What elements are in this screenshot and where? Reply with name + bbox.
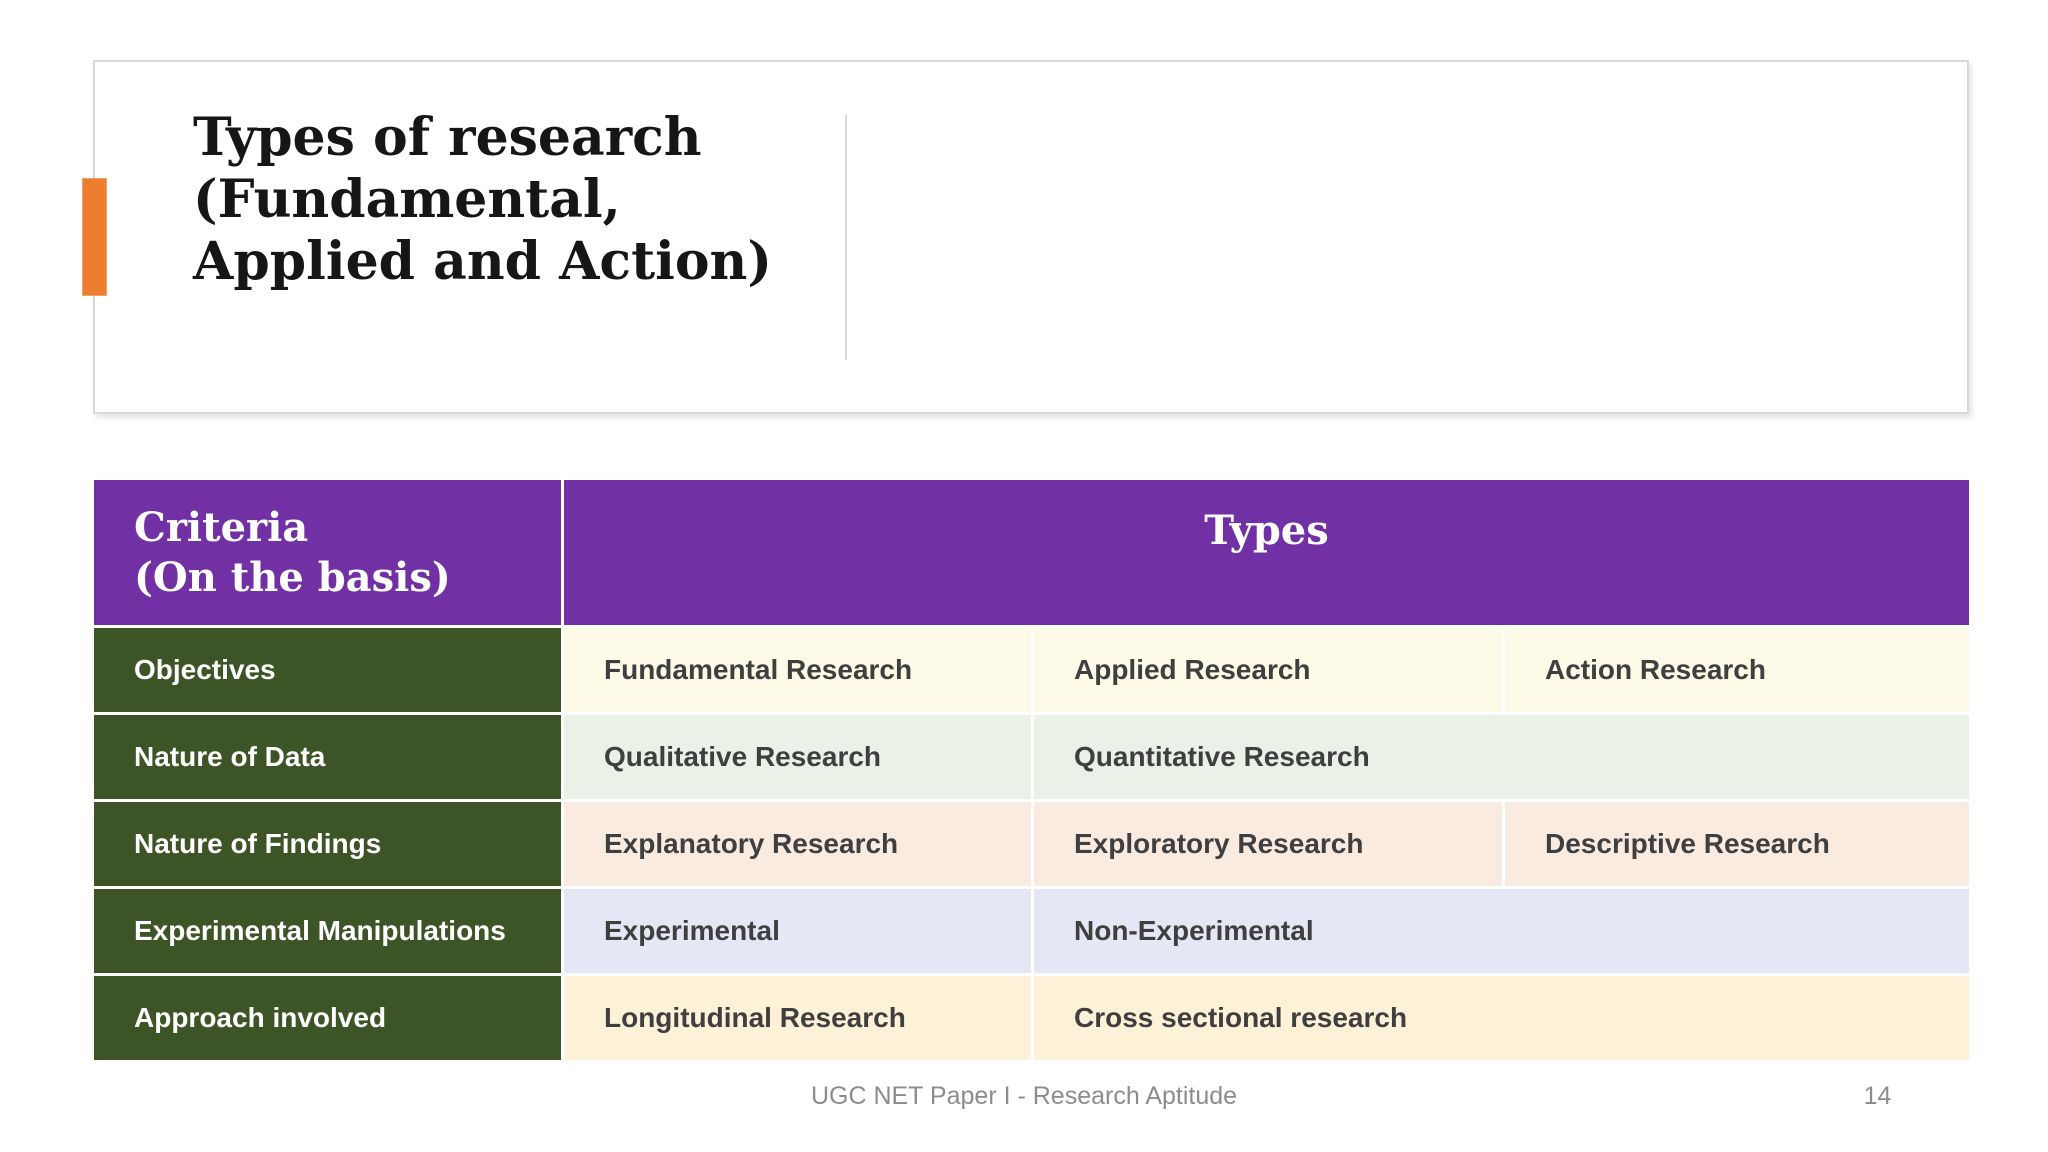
table-cell: Applied Research [1034,628,1502,712]
slide-title: Types of research (Fundamental, Applied … [193,107,772,293]
criteria-header-text: Criteria (On the basis) [134,503,451,601]
table-cell: Cross sectional research [1034,976,1969,1060]
slide-title-line: (Fundamental, [193,169,621,230]
row-label-experimental-manipulations: Experimental Manipulations [94,889,561,973]
slide-title-line: Applied and Action) [193,231,772,292]
row-label-nature-of-data: Nature of Data [94,715,561,799]
table-cell: Quantitative Research [1034,715,1969,799]
page-number: 14 [1863,1082,1892,1110]
table-cell: Fundamental Research [564,628,1031,712]
table-cell: Exploratory Research [1034,802,1502,886]
row-label-nature-of-findings: Nature of Findings [94,802,561,886]
table-cell: Non-Experimental [1034,889,1969,973]
table-cell: Explanatory Research [564,802,1031,886]
title-divider-line [845,114,847,360]
table-cell: Longitudinal Research [564,976,1031,1060]
table-cell: Qualitative Research [564,715,1031,799]
table-cell: Action Research [1505,628,1969,712]
footer-text: UGC NET Paper I - Research Aptitude [810,1082,1238,1110]
row-label-objectives: Objectives [94,628,561,712]
table-cell: Experimental [564,889,1031,973]
slide-title-line: Types of research [193,107,702,168]
table-header-types: Types [564,480,1969,625]
research-types-table: Criteria (On the basis) Types Objectives… [94,480,1969,1060]
row-label-approach-involved: Approach involved [94,976,561,1060]
table-header-criteria: Criteria (On the basis) [94,480,561,625]
orange-accent-bar [82,178,107,296]
title-card: Types of research (Fundamental, Applied … [93,60,1969,414]
table-cell: Descriptive Research [1505,802,1969,886]
